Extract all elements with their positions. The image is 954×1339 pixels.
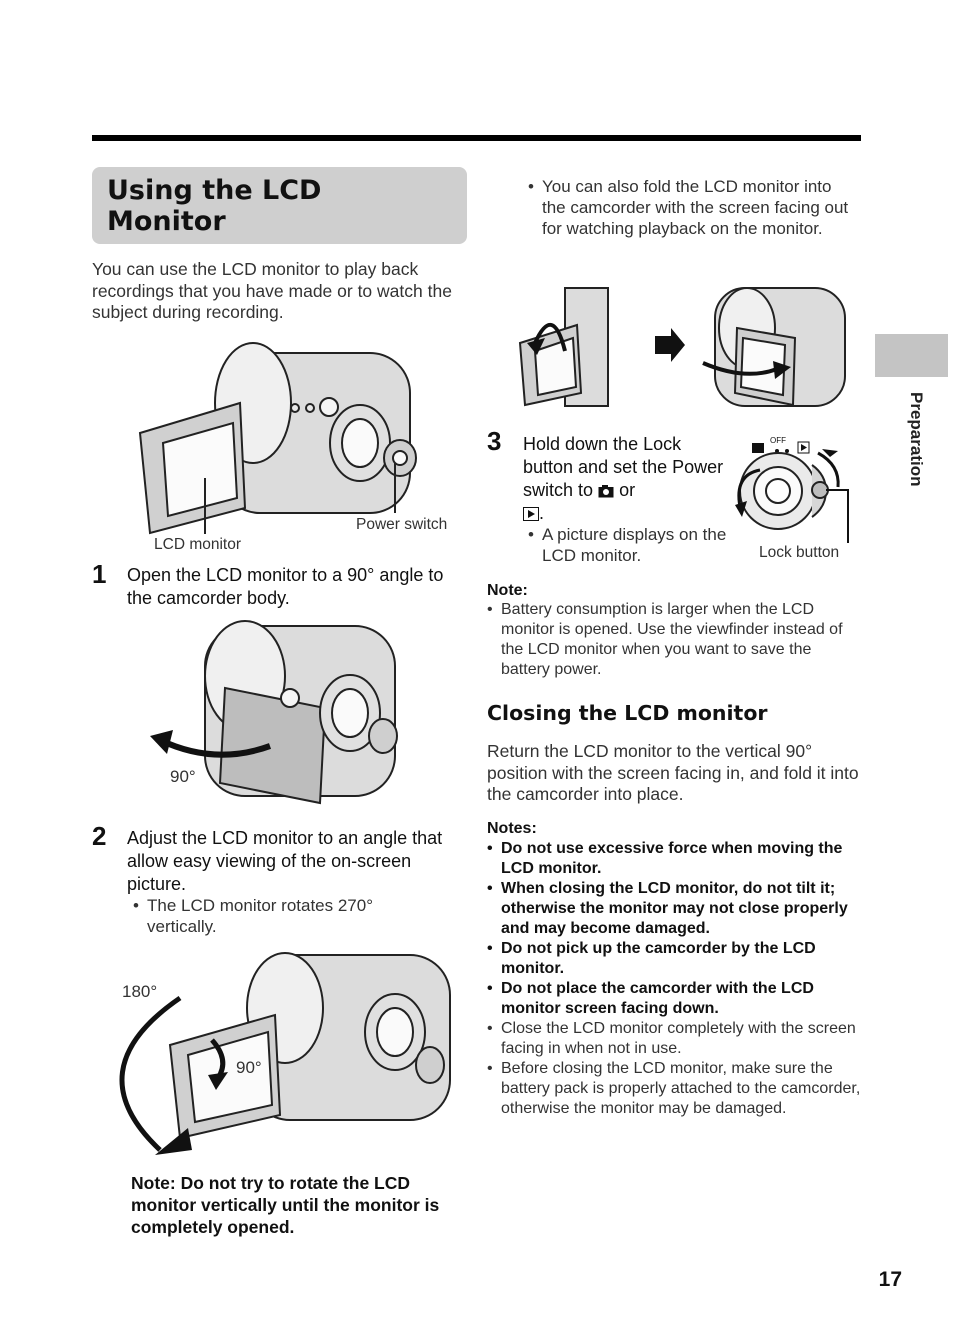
step-3-text: Hold down the Lock button and set the Po… — [523, 433, 733, 525]
note-label: Note: — [487, 582, 528, 599]
closing-heading: Closing the LCD monitor — [487, 701, 768, 725]
lcd-monitor-label: LCD monitor — [154, 536, 241, 553]
step-2-text: Adjust the LCD monitor to an angle that … — [127, 828, 443, 894]
list-item: A picture displays on the LCD monitor. — [528, 524, 733, 566]
top-rule — [92, 135, 861, 141]
list-item: You can also fold the LCD monitor into t… — [528, 176, 853, 239]
list-item: Battery consumption is larger when the L… — [487, 600, 862, 680]
title-box: Using the LCD Monitor — [92, 167, 467, 244]
step-3-text-or: or — [619, 480, 636, 500]
angle-90-inner-label: 90° — [236, 1058, 262, 1077]
rotation-warning: Note: Do not try to rotate the LCD monit… — [131, 1173, 440, 1237]
step-2-bullets: The LCD monitor rotates 270° vertically. — [133, 895, 433, 937]
camera-icon — [598, 485, 614, 498]
camcorder-open-illustration — [138, 342, 417, 535]
list-item: Close the LCD monitor completely with th… — [487, 1019, 862, 1059]
closing-text: Return the LCD monitor to the vertical 9… — [487, 741, 859, 804]
page-number: 17 — [878, 1268, 902, 1291]
list-item: Do not use excessive force when moving t… — [487, 839, 862, 879]
fold-out-illustration — [518, 287, 846, 407]
angle-180-label: 180° — [122, 982, 158, 1001]
play-icon — [523, 507, 539, 521]
list-item: When closing the LCD monitor, do not til… — [487, 879, 862, 939]
camcorder-rotate-illustration — [119, 952, 451, 1155]
camcorder-90-illustration — [150, 620, 398, 805]
section-label: Preparation — [907, 392, 926, 487]
notes-list: Do not use excessive force when moving t… — [487, 839, 862, 1119]
power-dial-illustration — [735, 441, 849, 543]
note-list: Battery consumption is larger when the L… — [487, 600, 862, 680]
list-item: Before closing the LCD monitor, make sur… — [487, 1059, 862, 1119]
step-1-number: 1 — [92, 559, 107, 589]
step-3-text-before: Hold down the Lock button and set the Po… — [523, 434, 724, 500]
step-2-number: 2 — [92, 821, 107, 851]
dial-off-label: OFF — [770, 436, 786, 445]
intro-text: You can use the LCD monitor to play back… — [92, 259, 452, 322]
step-3-number: 3 — [487, 426, 502, 456]
list-item: Do not pick up the camcorder by the LCD … — [487, 939, 862, 979]
step-3-text-end: . — [539, 503, 545, 523]
list-item: Do not place the camcorder with the LCD … — [487, 979, 862, 1019]
list-item: The LCD monitor rotates 270° vertically. — [133, 895, 433, 937]
page-title: Using the LCD Monitor — [107, 175, 322, 237]
power-switch-label: Power switch — [356, 516, 448, 533]
step-3-bullets: A picture displays on the LCD monitor. — [528, 524, 733, 566]
lock-button-label: Lock button — [759, 544, 840, 561]
section-tab — [875, 334, 948, 377]
fold-bullet-list: You can also fold the LCD monitor into t… — [528, 176, 853, 239]
angle-90-label: 90° — [170, 767, 196, 786]
notes-label: Notes: — [487, 820, 537, 837]
step-1-text: Open the LCD monitor to a 90° angle to t… — [127, 565, 444, 608]
